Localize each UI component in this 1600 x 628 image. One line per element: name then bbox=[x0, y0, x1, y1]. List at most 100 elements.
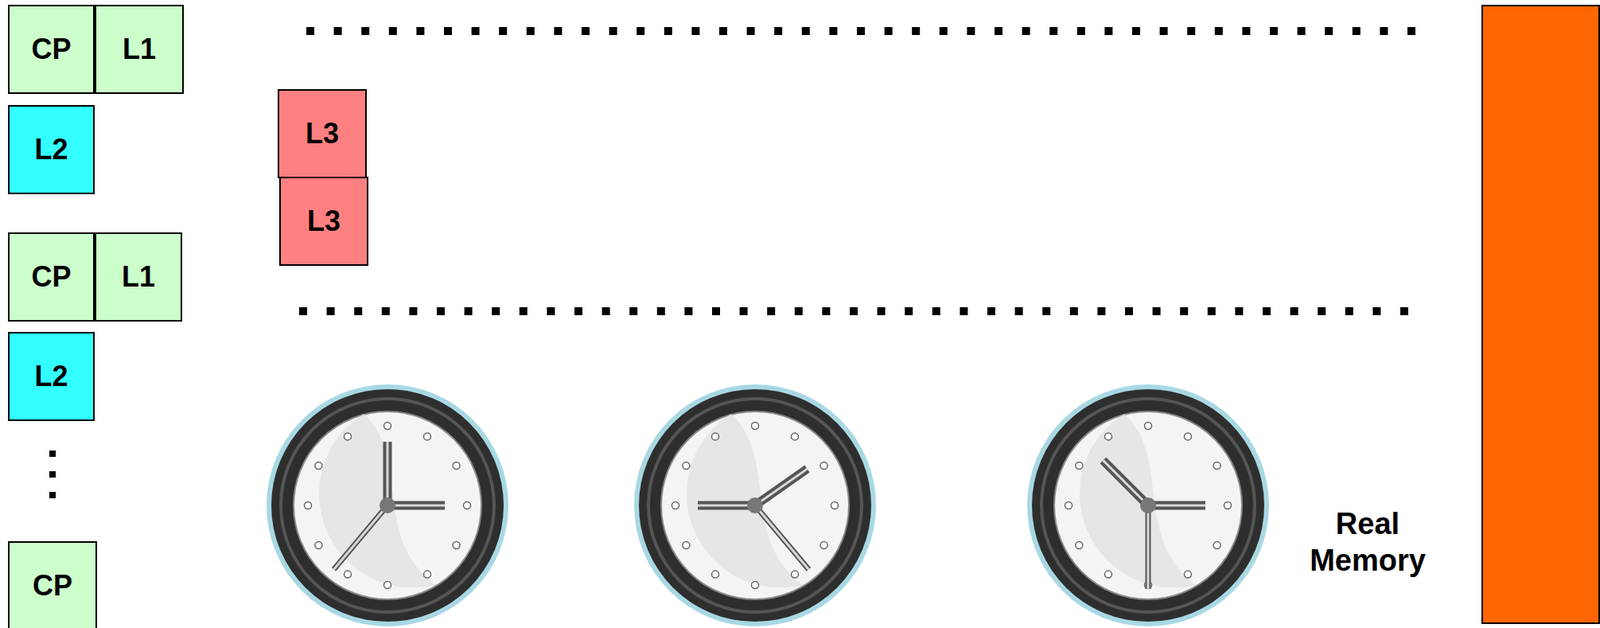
dot bbox=[959, 307, 968, 316]
dot bbox=[747, 27, 756, 36]
clock-tire bbox=[638, 389, 872, 622]
clock-tick bbox=[315, 541, 323, 549]
dot bbox=[334, 27, 343, 36]
dot bbox=[877, 307, 886, 316]
dot bbox=[1352, 27, 1361, 36]
dot bbox=[1160, 27, 1168, 36]
dot bbox=[1179, 307, 1188, 316]
dot bbox=[1297, 27, 1306, 36]
box-label: L2 bbox=[34, 360, 68, 393]
cpu-box: CP bbox=[7, 4, 95, 94]
box-label: L3 bbox=[307, 205, 341, 238]
dot bbox=[519, 307, 528, 316]
dot bbox=[361, 27, 370, 36]
dot bbox=[443, 27, 452, 36]
dot bbox=[719, 27, 728, 36]
dot bbox=[602, 307, 611, 316]
clock-hand bbox=[1148, 501, 1206, 510]
clock-rim bbox=[1027, 384, 1270, 627]
clock-hand bbox=[755, 505, 809, 569]
clock-tick bbox=[1075, 541, 1083, 549]
dot bbox=[1262, 307, 1271, 316]
dot bbox=[932, 307, 941, 316]
clock-tick bbox=[1105, 570, 1113, 578]
l2-cache-box: L2 bbox=[7, 331, 95, 421]
dot bbox=[904, 307, 913, 316]
clock-hand-highlight bbox=[755, 468, 808, 506]
clock-hand bbox=[1102, 459, 1149, 506]
clock-tick bbox=[672, 502, 680, 510]
dot bbox=[774, 27, 783, 36]
clock-tick bbox=[315, 462, 323, 470]
clock-shade bbox=[1079, 413, 1196, 588]
clock-tick bbox=[344, 432, 352, 440]
dot bbox=[546, 307, 555, 316]
dot bbox=[1070, 307, 1079, 316]
dot bbox=[884, 27, 893, 36]
dot bbox=[1097, 307, 1106, 316]
clock-tick bbox=[424, 570, 432, 578]
clock-tire bbox=[1031, 389, 1265, 622]
box-label: CP bbox=[31, 33, 71, 66]
dot bbox=[574, 307, 583, 316]
dot bbox=[381, 307, 390, 316]
clock-tick bbox=[384, 422, 392, 430]
dot bbox=[1407, 27, 1416, 36]
clock-tire-ring bbox=[648, 398, 862, 612]
dot bbox=[609, 27, 618, 36]
clock-tick bbox=[712, 432, 720, 440]
dot bbox=[664, 27, 673, 36]
clock-hand-highlight bbox=[697, 504, 756, 507]
clock-face bbox=[1054, 411, 1242, 600]
dot bbox=[299, 307, 308, 316]
clock-tick bbox=[1213, 541, 1221, 549]
clock-hand-highlight bbox=[386, 441, 390, 506]
dot bbox=[1015, 307, 1024, 316]
clock-tick bbox=[820, 462, 828, 470]
dot bbox=[657, 307, 666, 316]
dot bbox=[987, 307, 996, 316]
dot bbox=[1269, 27, 1278, 36]
dot bbox=[1324, 27, 1333, 36]
clock-group bbox=[266, 384, 1270, 627]
dot bbox=[1132, 27, 1141, 36]
clock-tick bbox=[344, 570, 352, 578]
cpu-box: CP bbox=[7, 541, 98, 628]
clock-hand bbox=[387, 501, 445, 510]
dot bbox=[1214, 27, 1223, 36]
clock-tick bbox=[751, 422, 760, 430]
clock-rim bbox=[266, 384, 509, 627]
clock-tick bbox=[791, 432, 799, 440]
dot bbox=[794, 307, 803, 316]
clock-hand-highlight bbox=[1102, 459, 1149, 506]
clock-tire-ring bbox=[1041, 398, 1255, 612]
dot bbox=[436, 307, 445, 316]
box-label: L1 bbox=[121, 260, 156, 293]
dot bbox=[829, 27, 837, 36]
l2-cache-box: L2 bbox=[7, 105, 95, 195]
dot bbox=[712, 307, 721, 316]
clock-face bbox=[661, 411, 849, 600]
dot bbox=[1049, 27, 1058, 36]
clock-tick bbox=[1105, 432, 1113, 440]
box-label: CP bbox=[32, 569, 73, 602]
clock-tick bbox=[452, 541, 460, 549]
clock-hand-highlight bbox=[387, 504, 445, 507]
clock-hand bbox=[697, 501, 756, 510]
clock-pivot bbox=[379, 497, 396, 514]
dot bbox=[966, 27, 975, 36]
vertical-ellipsis bbox=[49, 450, 56, 499]
box-label: CP bbox=[31, 260, 71, 293]
clock-tick bbox=[463, 502, 472, 510]
dot bbox=[464, 307, 473, 316]
dot bbox=[1290, 307, 1299, 316]
dot bbox=[354, 307, 363, 316]
dot bbox=[1077, 27, 1086, 36]
clock-tick bbox=[831, 502, 839, 510]
dot bbox=[1125, 307, 1133, 316]
dot bbox=[408, 307, 417, 316]
clock-tick bbox=[1065, 502, 1073, 510]
dot bbox=[1022, 27, 1031, 36]
clock-hand-highlight bbox=[755, 505, 809, 569]
clock-tick bbox=[712, 570, 720, 578]
